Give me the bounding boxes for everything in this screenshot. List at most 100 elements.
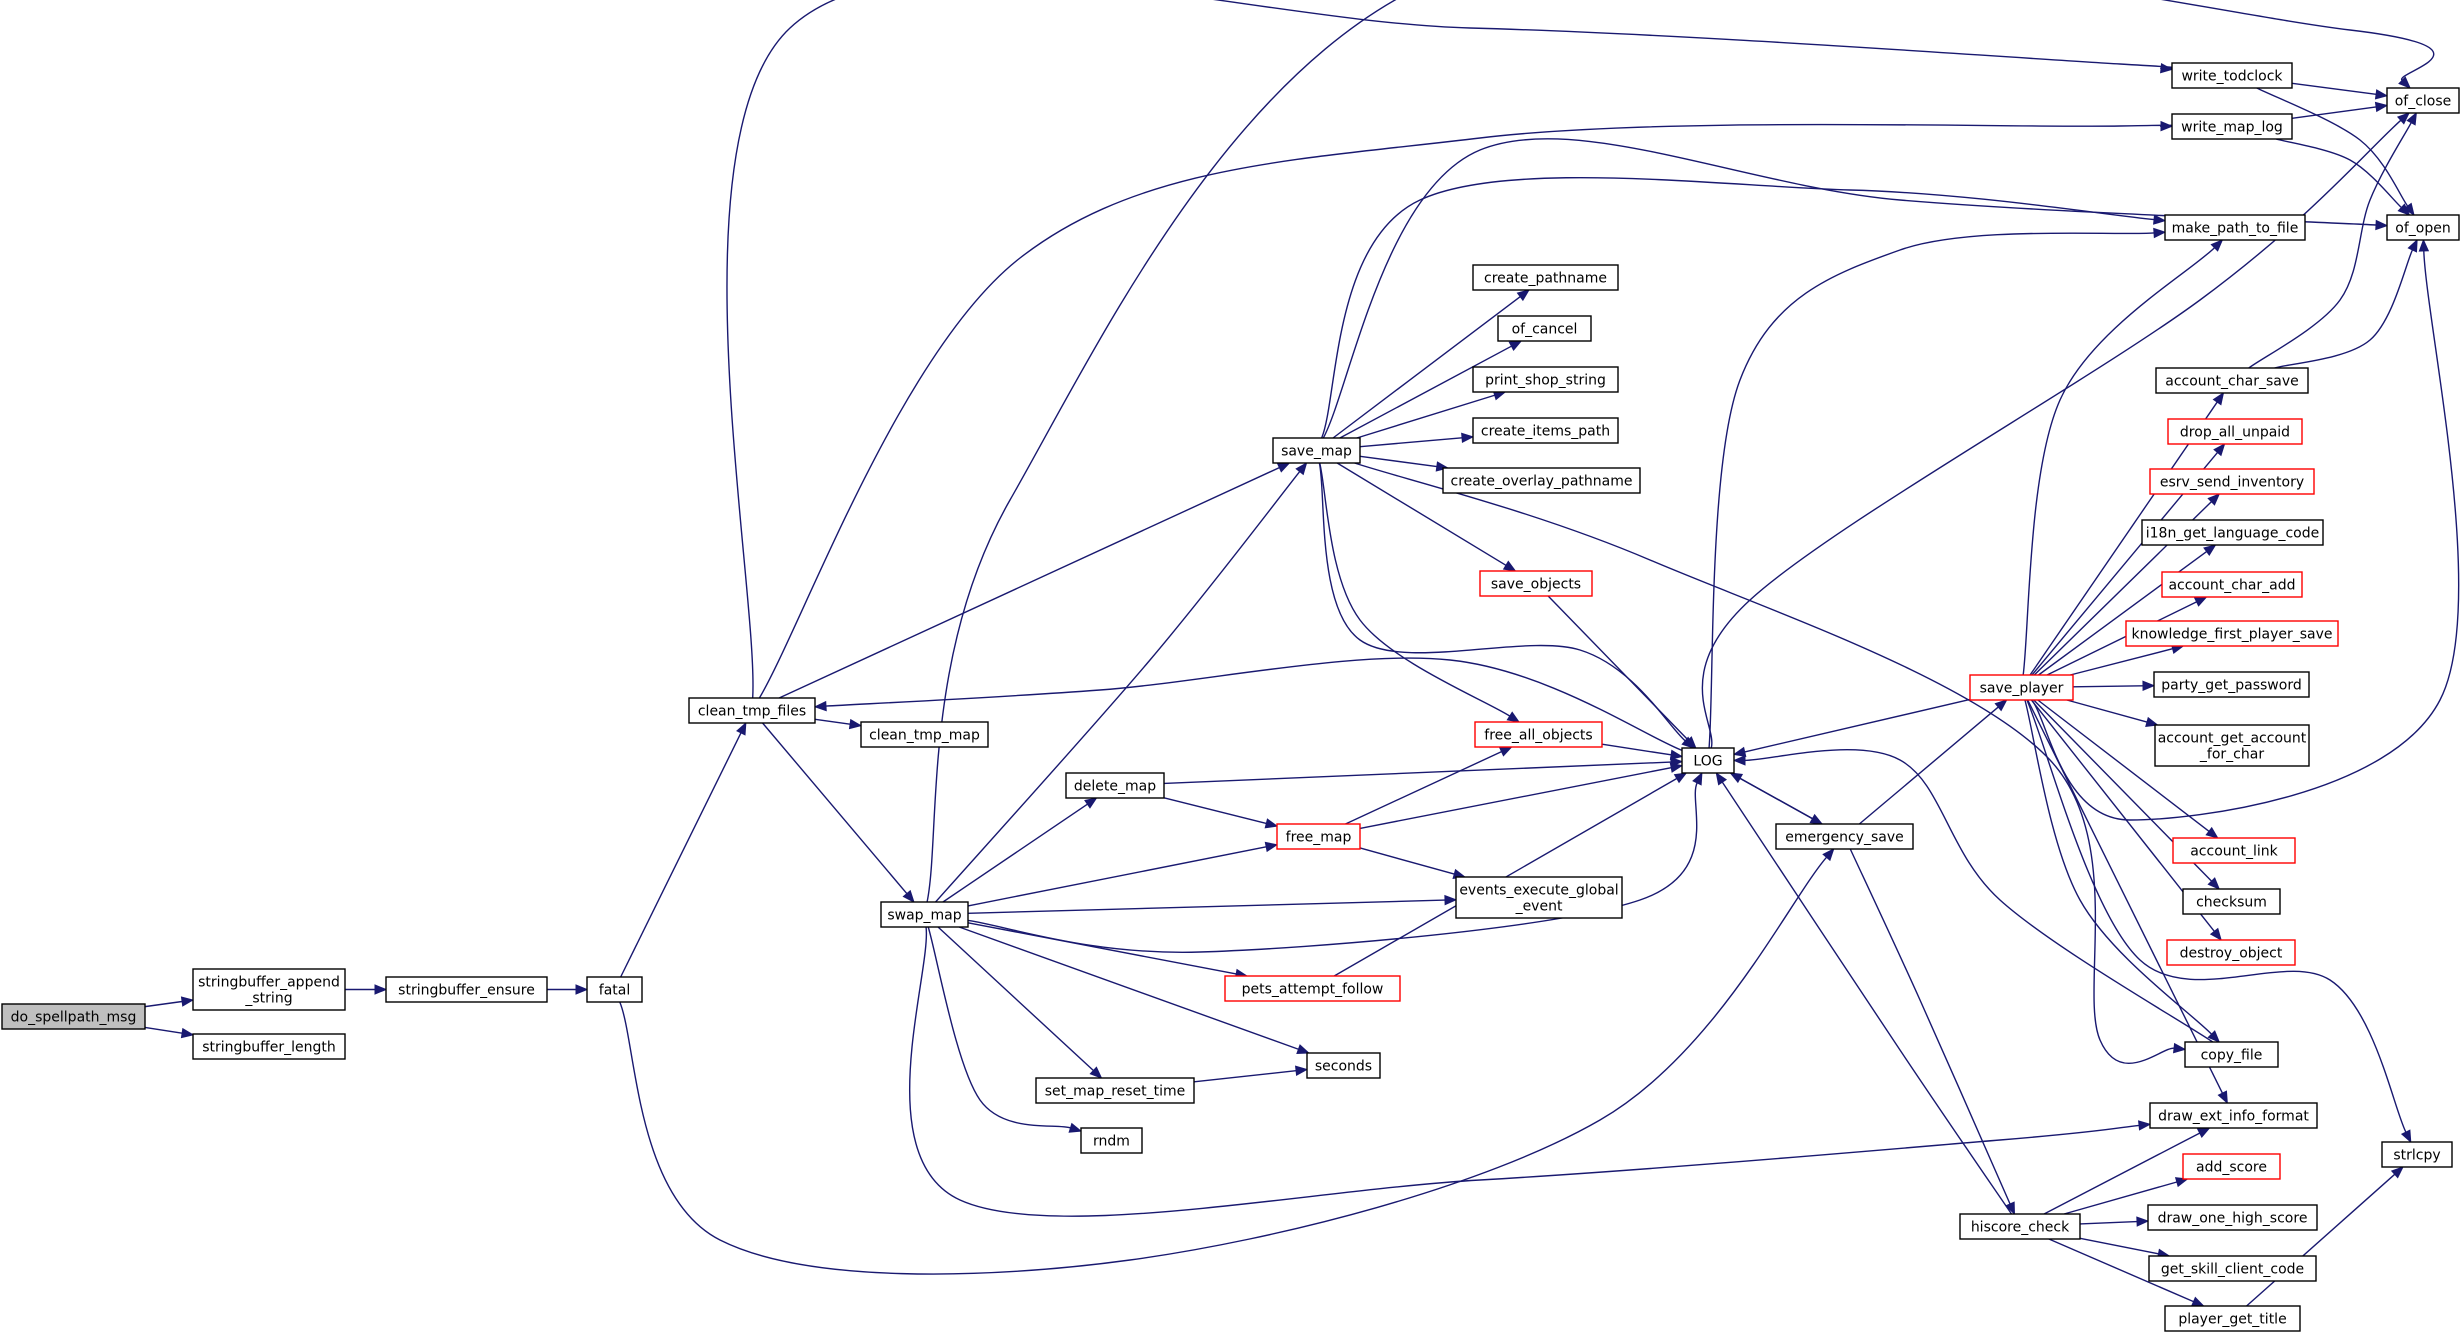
function-node-write-map-log[interactable]: write_map_log xyxy=(2171,113,2293,140)
call-edge-line xyxy=(908,926,2140,1217)
function-node-label: do_spellpath_msg xyxy=(11,1010,137,1026)
function-node-account-char-save[interactable]: account_char_save xyxy=(2155,367,2309,394)
function-node-esrv-send-inventory[interactable]: esrv_send_inventory xyxy=(2149,468,2315,495)
call-edge-line xyxy=(1339,345,1512,439)
call-edge-line xyxy=(1547,595,1689,741)
function-node-box xyxy=(192,1033,346,1060)
function-node-create-items-path[interactable]: create_items_path xyxy=(1472,417,1619,444)
function-node-draw-one-high-score[interactable]: draw_one_high_score xyxy=(2147,1204,2318,1231)
function-node-LOG[interactable]: LOG xyxy=(1681,747,1735,774)
function-node-knowledge-first-player-save[interactable]: knowledge_first_player_save xyxy=(2125,620,2339,647)
call-edge xyxy=(620,721,747,978)
function-node-label: create_pathname xyxy=(1484,271,1607,287)
function-node-of-open[interactable]: of_open xyxy=(2386,214,2460,241)
function-node-box xyxy=(2125,620,2339,647)
function-node-box xyxy=(1276,823,1361,850)
function-node-save-player[interactable]: save_player xyxy=(1969,674,2074,701)
call-edge-line xyxy=(958,926,1299,1050)
call-edge xyxy=(2079,1237,2171,1259)
function-node-player-get-title[interactable]: player_get_title xyxy=(2164,1305,2301,1332)
function-node-do-spellpath-msg[interactable]: do_spellpath_msg xyxy=(1,1003,146,1030)
function-node-destroy-object[interactable]: destroy_object xyxy=(2166,939,2296,966)
function-node-set-map-reset-time[interactable]: set_map_reset_time xyxy=(1035,1077,1195,1104)
function-node-box xyxy=(2149,468,2315,495)
arrowhead-icon xyxy=(1684,736,1697,749)
call-edge-line xyxy=(778,466,1280,699)
call-edge xyxy=(1321,176,2167,439)
function-node-label: set_map_reset_time xyxy=(1045,1084,1186,1100)
function-node-box xyxy=(880,901,969,928)
function-node-box xyxy=(1306,1052,1381,1079)
function-node-fatal[interactable]: fatal xyxy=(586,976,643,1003)
function-node-of-cancel[interactable]: of_cancel xyxy=(1497,315,1592,342)
function-node-account-link[interactable]: account_link xyxy=(2172,837,2296,864)
function-node-checksum[interactable]: checksum xyxy=(2182,888,2281,915)
function-node-strlcpy[interactable]: strlcpy xyxy=(2381,1141,2453,1168)
function-node-events-execute-global-event[interactable]: events_execute_global_event xyxy=(1455,876,1623,919)
function-node-get-skill-client-code[interactable]: get_skill_client_code xyxy=(2148,1255,2317,1282)
function-node-copy-file[interactable]: copy_file xyxy=(2184,1041,2279,1068)
function-node-box xyxy=(586,976,643,1003)
function-node-seconds[interactable]: seconds xyxy=(1306,1052,1381,1079)
function-node-label: create_items_path xyxy=(1481,424,1610,440)
function-node-swap-map[interactable]: swap_map xyxy=(880,901,969,928)
function-node-create-overlay-pathname[interactable]: create_overlay_pathname xyxy=(1442,467,1641,494)
call-edge xyxy=(2031,238,2460,821)
function-node-label: draw_ext_info_format xyxy=(2158,1109,2309,1125)
function-node-box xyxy=(1065,772,1165,799)
arrowhead-icon xyxy=(2210,239,2224,252)
function-node-print-shop-string[interactable]: print_shop_string xyxy=(1472,366,1619,393)
function-node-account-char-add[interactable]: account_char_add xyxy=(2161,571,2303,598)
function-node-free-map[interactable]: free_map xyxy=(1276,823,1361,850)
call-edge xyxy=(2026,699,2412,1144)
function-node-account-get-account-for-char[interactable]: account_get_account_for_char xyxy=(2154,724,2310,767)
function-node-pets-attempt-follow[interactable]: pets_attempt_follow xyxy=(1224,975,1401,1002)
function-node-stringbuffer-ensure[interactable]: stringbuffer_ensure xyxy=(385,976,548,1003)
function-node-rndm[interactable]: rndm xyxy=(1080,1127,1143,1154)
arrowhead-icon xyxy=(2403,202,2415,217)
call-edge-line xyxy=(1318,462,1686,742)
function-node-box xyxy=(2182,1153,2281,1180)
call-edge xyxy=(758,120,2183,699)
function-node-drop-all-unpaid[interactable]: drop_all_unpaid xyxy=(2167,418,2303,445)
function-node-label: _for_char xyxy=(2199,747,2264,763)
function-node-label: stringbuffer_append xyxy=(198,975,340,991)
arrowhead-icon xyxy=(2005,1201,2016,1216)
function-node-draw-ext-info-format[interactable]: draw_ext_info_format xyxy=(2149,1102,2318,1129)
call-edge-line xyxy=(2031,250,2460,821)
function-node-free-all-objects[interactable]: free_all_objects xyxy=(1474,721,1603,748)
call-edge-line xyxy=(1701,119,2402,749)
function-node-label: account_char_add xyxy=(2168,578,2295,594)
call-edge-line xyxy=(967,846,1267,907)
function-node-label: save_player xyxy=(1980,681,2064,697)
call-edge xyxy=(1318,462,1695,749)
function-node-make-path-to-file[interactable]: make_path_to_file xyxy=(2164,214,2306,241)
call-edge xyxy=(1359,455,1450,472)
call-edge-line xyxy=(1744,749,2214,1043)
function-node-box xyxy=(2141,519,2324,546)
function-node-box xyxy=(1,1003,146,1030)
call-edge xyxy=(1715,771,2013,1215)
function-node-delete-map[interactable]: delete_map xyxy=(1065,772,1165,799)
call-edge-line xyxy=(2072,685,2144,688)
function-node-party-get-password[interactable]: party_get_password xyxy=(2153,671,2310,698)
function-node-of-close[interactable]: of_close xyxy=(2386,87,2460,114)
function-node-create-pathname[interactable]: create_pathname xyxy=(1472,264,1619,291)
function-node-save-objects[interactable]: save_objects xyxy=(1479,570,1593,597)
call-edge-line xyxy=(144,1026,183,1034)
arrowhead-icon xyxy=(1435,461,1450,472)
function-node-add-score[interactable]: add_score xyxy=(2182,1153,2281,1180)
function-node-clean-tmp-map[interactable]: clean_tmp_map xyxy=(860,721,989,748)
function-node-stringbuffer-append-string[interactable]: stringbuffer_append_string xyxy=(192,968,346,1011)
function-node-box xyxy=(1479,570,1593,597)
function-node-label: account_link xyxy=(2190,844,2278,860)
function-node-clean-tmp-files[interactable]: clean_tmp_files xyxy=(688,697,816,724)
arrowhead-icon xyxy=(2407,238,2418,253)
function-node-hiscore-check[interactable]: hiscore_check xyxy=(1959,1213,2081,1240)
function-node-emergency-save[interactable]: emergency_save xyxy=(1775,823,1914,850)
function-node-save-map[interactable]: save_map xyxy=(1272,437,1361,464)
function-node-write-todclock[interactable]: write_todclock xyxy=(2171,62,2293,89)
function-node-stringbuffer-length[interactable]: stringbuffer_length xyxy=(192,1033,346,1060)
function-node-i18n-get-language-code[interactable]: i18n_get_language_code xyxy=(2141,519,2324,546)
